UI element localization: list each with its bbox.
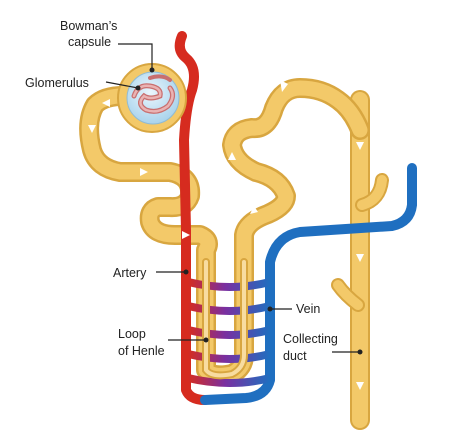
vein xyxy=(200,163,417,405)
flow-arrow-icon xyxy=(88,125,96,133)
leader-lines xyxy=(105,43,363,355)
flow-arrow-icon xyxy=(182,231,190,239)
bowmans-capsule-label-line2: capsule xyxy=(68,35,111,49)
flow-arrow-icon xyxy=(250,206,258,214)
bowmans-capsule-label-line1: Bowman’s xyxy=(60,19,117,33)
flow-arrow-icon xyxy=(356,382,364,390)
flow-arrow-icon xyxy=(102,99,110,107)
collecting-duct-label-line1: Collecting xyxy=(283,332,338,346)
loop-of-henle-label-line1: Loop xyxy=(118,327,146,341)
vein-label: Vein xyxy=(296,302,320,316)
flow-arrow-icon xyxy=(140,168,148,176)
peritubular-capillaries xyxy=(184,278,274,387)
artery xyxy=(174,31,210,405)
glomerulus-label: Glomerulus xyxy=(25,76,89,90)
flow-arrow-icon xyxy=(356,254,364,262)
flow-arrow-icon xyxy=(280,80,288,92)
loop-of-henle-label-line2: of Henle xyxy=(118,344,165,358)
collecting-duct-label-line2: duct xyxy=(283,349,307,363)
loop-of-henle xyxy=(202,258,248,380)
flow-arrow-icon xyxy=(356,142,364,150)
glomerulus xyxy=(131,74,176,114)
flow-arrows xyxy=(88,80,364,390)
artery-label: Artery xyxy=(113,266,147,280)
flow-arrow-icon xyxy=(228,152,236,160)
